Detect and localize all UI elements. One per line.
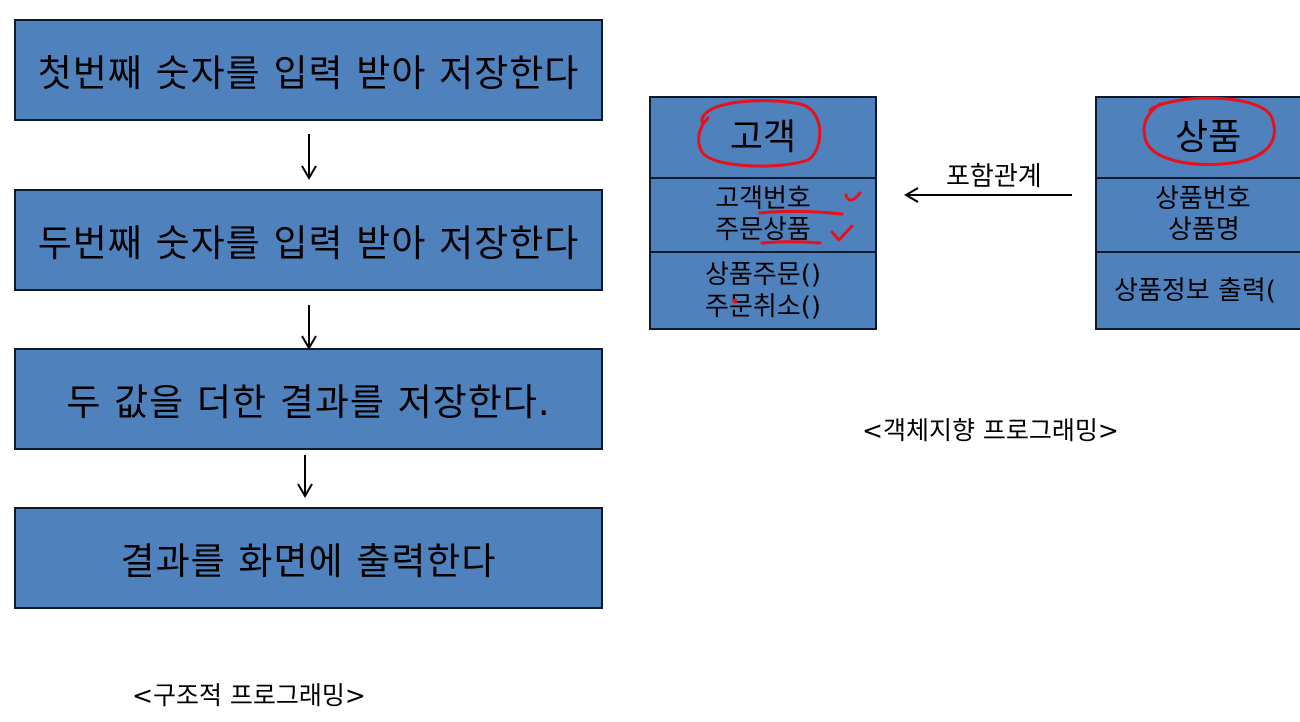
- relation-label: 포함관계: [946, 162, 1042, 192]
- customer-class-name-section: 고객: [651, 98, 875, 179]
- flow-arrow-3: [297, 455, 313, 498]
- flow-step-2: 두번째 숫자를 입력 받아 저장한다: [14, 189, 603, 291]
- product-class-name: 상품: [1175, 116, 1242, 158]
- flow-arrow-2: [301, 305, 317, 350]
- customer-attributes-section: 고객번호 주문상품: [651, 179, 875, 253]
- flow-step-4-text: 결과를 화면에 출력한다: [120, 540, 497, 583]
- oop-caption: <객체지향 프로그래밍>: [862, 416, 1119, 445]
- product-class-name-section: 상품: [1097, 98, 1300, 179]
- customer-attribute: 주문상품: [715, 215, 811, 245]
- structured-caption: <구조적 프로그래밍>: [132, 681, 366, 710]
- product-operations-section: 상품정보 출력(: [1097, 253, 1300, 328]
- flow-step-2-text: 두번째 숫자를 입력 받아 저장한다: [37, 222, 580, 265]
- customer-class-box: 고객 고객번호 주문상품 상품주문() 주문취소(): [649, 96, 877, 330]
- customer-operations-section: 상품주문() 주문취소(): [651, 253, 875, 328]
- product-class-box: 상품 상품번호 상품명 상품정보 출력(: [1095, 96, 1300, 330]
- product-attributes-section: 상품번호 상품명: [1097, 179, 1300, 253]
- product-attribute: 상품번호: [1155, 183, 1251, 214]
- flow-arrow-1: [301, 134, 317, 180]
- flow-step-4: 결과를 화면에 출력한다: [14, 507, 603, 609]
- product-attribute: 상품명: [1168, 215, 1240, 245]
- customer-operation: 주문취소(): [705, 291, 821, 322]
- customer-attribute: 고객번호: [715, 183, 811, 214]
- customer-operation: 상품주문(): [705, 260, 821, 291]
- customer-class-name: 고객: [729, 116, 797, 158]
- flow-step-3: 두 값을 더한 결과를 저장한다.: [14, 348, 603, 450]
- flow-step-1-text: 첫번째 숫자를 입력 받아 저장한다: [37, 52, 580, 95]
- flow-step-1: 첫번째 숫자를 입력 받아 저장한다: [14, 19, 603, 121]
- flow-step-3-text: 두 값을 더한 결과를 저장한다.: [66, 381, 551, 424]
- product-operation: 상품정보 출력(: [1114, 275, 1276, 306]
